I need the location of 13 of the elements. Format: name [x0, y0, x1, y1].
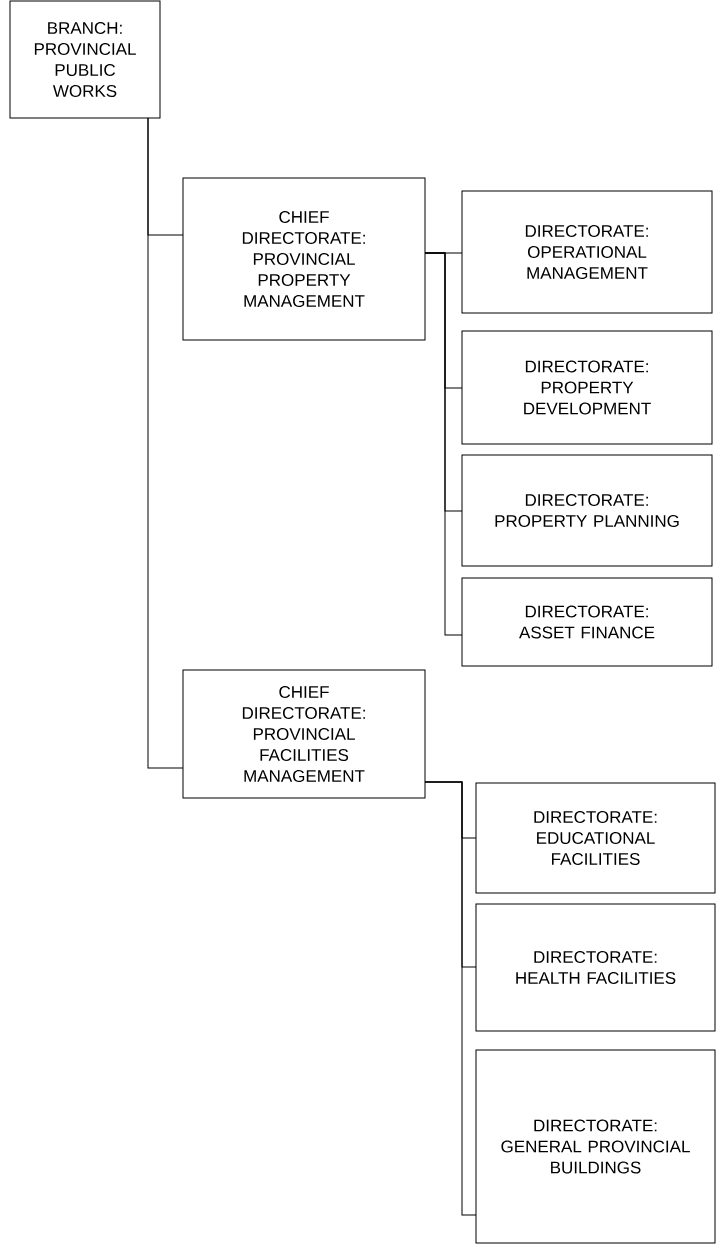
branch-box: BRANCH: PROVINCIAL PUBLIC WORKS	[9, 0, 161, 119]
directorate-box: DIRECTORATE: PROPERTY DEVELOPMENT	[461, 330, 713, 445]
directorate-box: DIRECTORATE: PROPERTY PLANNING	[461, 454, 713, 567]
directorate-box: DIRECTORATE: EDUCATIONAL FACILITIES	[475, 782, 716, 894]
chief-directorate-box: CHIEF DIRECTORATE: PROVINCIAL PROPERTY MANAGEMENT	[182, 177, 426, 341]
directorate-box: DIRECTORATE: GENERAL PROVINCIAL BUILDINGS	[475, 1049, 716, 1244]
chief-directorate-box: CHIEF DIRECTORATE: PROVINCIAL FACILITIES MANAGEMENT	[182, 669, 426, 799]
connector	[424, 781, 477, 1216]
directorate-box: DIRECTORATE: ASSET FINANCE	[461, 577, 713, 667]
connector	[424, 252, 463, 636]
connector	[147, 117, 184, 769]
directorate-box: DIRECTORATE: HEALTH FACILITIES	[475, 903, 716, 1032]
directorate-box: DIRECTORATE: OPERATIONAL MANAGEMENT	[461, 190, 713, 314]
